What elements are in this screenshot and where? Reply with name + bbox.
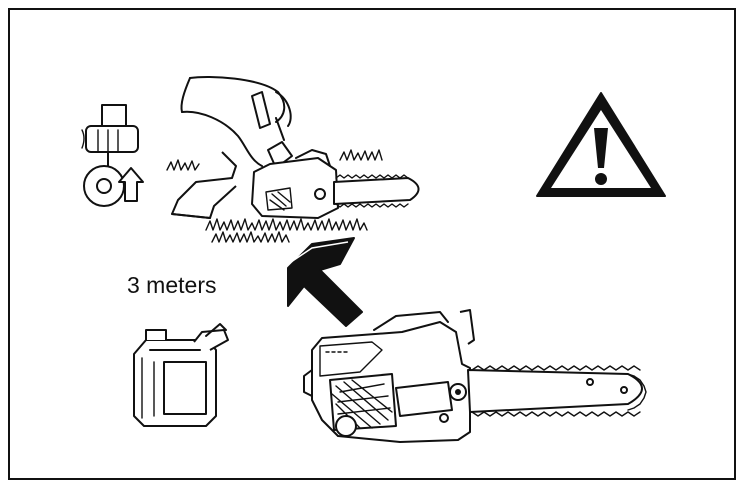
- fuel-canister-icon: [133, 323, 229, 427]
- direction-arrow-icon: [287, 237, 363, 327]
- hand-pull-starter-icon: [81, 104, 144, 207]
- chainsaw-large: [303, 309, 647, 443]
- operator-figure: [171, 75, 293, 219]
- grass: [166, 149, 383, 243]
- warning-triangle-icon: [536, 92, 666, 197]
- distance-label: 3 meters: [127, 272, 217, 298]
- chainsaw-in-use: [251, 149, 420, 219]
